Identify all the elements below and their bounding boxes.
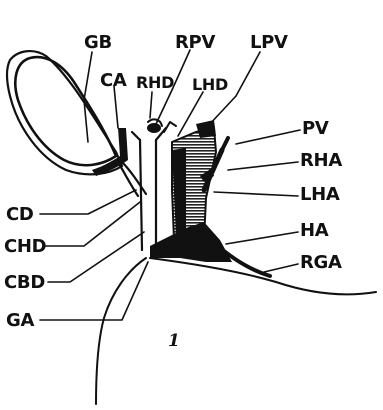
label-lha: LHA bbox=[300, 184, 340, 205]
label-cd: CD bbox=[6, 204, 34, 225]
label-rha: RHA bbox=[300, 150, 342, 171]
gastric-outline bbox=[150, 258, 376, 294]
label-chd: CHD bbox=[4, 236, 46, 257]
label-ga: GA bbox=[6, 310, 34, 331]
label-gb: GB bbox=[84, 32, 112, 53]
label-ca: CA bbox=[100, 70, 127, 91]
label-lhd: LHD bbox=[192, 75, 228, 94]
label-pv: PV bbox=[302, 118, 329, 139]
figure-number: 1 bbox=[168, 331, 180, 351]
duodenum-outline bbox=[96, 258, 146, 404]
label-rhd: RHD bbox=[136, 73, 174, 92]
label-lpv: LPV bbox=[250, 32, 288, 53]
label-rpv: RPV bbox=[175, 32, 215, 53]
label-ha: HA bbox=[300, 220, 329, 241]
label-cbd: CBD bbox=[4, 272, 45, 293]
label-rga: RGA bbox=[300, 252, 342, 273]
